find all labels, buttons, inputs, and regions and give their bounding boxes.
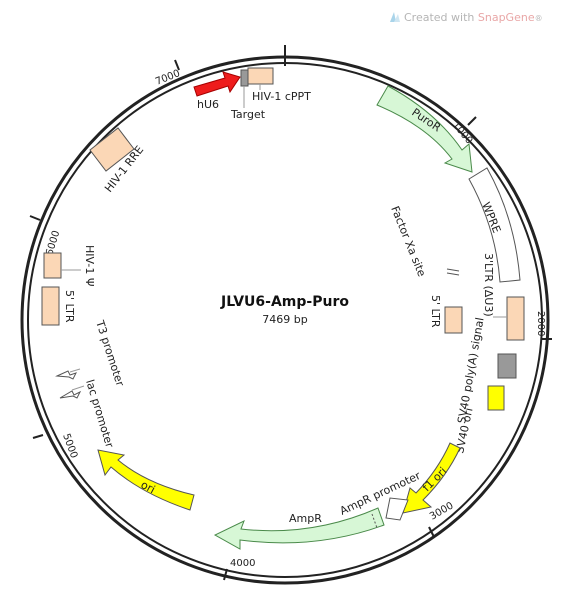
hiv-psi-label: HIV-1 Ψ [83,245,96,287]
tick-1000 [467,116,477,126]
tick-5000 [32,434,44,439]
hiv-cppt-feature[interactable] [247,67,274,85]
target-label: Target [230,108,266,121]
snapgene-watermark: Created with SnapGene® [390,11,543,24]
ampr-promoter-overlap [371,513,378,529]
hiv-cppt-label: HIV-1 cPPT [252,90,311,103]
plasmid-name: JLVU6-Amp-Puro [220,294,349,310]
ltr3-label: 3'LTR (ΔU3) [482,253,495,317]
target-feature[interactable] [240,69,249,87]
tick-label-4000: 4000 [230,558,255,569]
factor-xa-feature[interactable] [446,268,460,272]
factor-xa-mark2 [446,272,460,276]
svg-text:Created with SnapGene®: Created with SnapGene® [404,11,543,24]
tick-6000 [29,215,41,221]
tick-label-5000: 5000 [60,432,79,460]
tick-3000 [428,526,435,538]
tick-label-2000: 2000 [535,311,546,336]
t3-promoter-feature-arrow[interactable] [55,370,77,380]
wpre-feature[interactable] [468,167,521,283]
tick-marks [29,45,552,581]
sv40-ori-feature[interactable] [487,385,505,411]
tick-4000 [223,568,228,581]
watermark-prefix: Created with [404,11,478,24]
ltr5-left-feature[interactable] [41,286,60,326]
lac-promoter-label: lac promoter [83,378,116,450]
ampr-feature-arrow[interactable] [213,507,385,550]
plasmid-size: 7469 bp [262,313,307,326]
tick-7000 [174,59,180,71]
lac-promoter-feature-arrow[interactable] [59,390,82,399]
t3-promoter-leader-line [69,368,81,373]
snapgene-logo-icon [390,12,400,22]
ampr-label: AmpR [289,512,322,525]
puror-feature-arrow[interactable] [376,85,473,173]
ampr-promoter-feature-arrow[interactable] [385,497,409,521]
t3-promoter-label: T3 promoter [93,318,127,388]
lac-promoter-leader-line [71,385,85,391]
watermark-suffix: ® [535,14,543,23]
ori-label: ori [139,478,158,496]
hiv-psi-feature[interactable] [43,252,62,279]
hU6-label: hU6 [197,98,219,111]
hU6-feature-arrow[interactable] [193,71,241,97]
ltr5-left-label: 5' LTR [63,290,76,323]
ori-feature-arrow[interactable] [97,449,195,511]
sv40-polya-feature[interactable] [497,353,517,379]
ltr5-right-label: 5' LTR [429,295,442,328]
tick-label-3000: 3000 [428,500,456,522]
watermark-brand: SnapGene [478,11,535,24]
hiv-rre-feature[interactable] [89,127,135,172]
ltr3-feature[interactable] [506,296,525,341]
factor-xa-label: Factor Xa site [388,204,428,278]
ltr5-right-feature[interactable] [444,306,463,334]
